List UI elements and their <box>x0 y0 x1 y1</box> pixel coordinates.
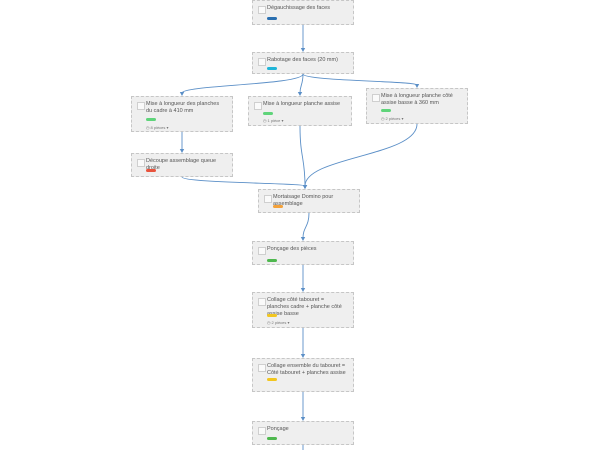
arrowhead <box>297 92 303 96</box>
task-checkbox[interactable] <box>254 102 262 110</box>
task-node[interactable]: Ponçage des pièces <box>252 241 354 265</box>
task-node[interactable]: Mise à longueur des planches du cadre à … <box>131 96 233 132</box>
task-title: Ponçage <box>267 426 289 432</box>
task-checkbox[interactable] <box>258 247 266 255</box>
connector-edge <box>302 73 418 86</box>
task-title: Rabotage des faces (20 mm) <box>267 57 338 63</box>
task-node[interactable]: Découpe assemblage queue droite <box>131 153 233 177</box>
piece-count-label: 2 pièces <box>271 320 287 325</box>
task-title: Mise à longueur planche côté assise bass… <box>381 93 453 106</box>
arrowhead <box>302 185 308 189</box>
connector-edge <box>302 212 310 239</box>
task-node[interactable]: Mise à longueur planche assise ◷1 pièce ▾ <box>248 96 352 126</box>
arrowhead <box>300 237 306 241</box>
task-node[interactable]: Mortaisage Domino pour assemblage <box>258 189 360 213</box>
task-color-tag <box>267 17 277 20</box>
piece-count[interactable]: ◷2 pièces ▾ <box>381 116 404 121</box>
task-title: Découpe assemblage queue droite <box>146 158 217 171</box>
chevron-down-icon: ▾ <box>286 320 290 325</box>
piece-count-label: 2 pièces <box>385 116 401 121</box>
task-color-tag <box>267 259 277 262</box>
chevron-down-icon: ▾ <box>165 125 169 130</box>
connector-edge <box>299 73 304 94</box>
clock-icon: ◷ <box>263 118 267 123</box>
task-color-tag <box>263 112 273 115</box>
piece-count-label: 1 pièce <box>267 118 281 123</box>
task-color-tag <box>146 118 156 121</box>
arrowhead <box>300 48 306 52</box>
arrowhead <box>414 84 420 88</box>
task-title: Mise à longueur des planches du cadre à … <box>146 101 220 114</box>
task-checkbox[interactable] <box>137 102 145 110</box>
task-checkbox[interactable] <box>258 364 266 372</box>
clock-icon: ◷ <box>267 320 271 325</box>
chevron-down-icon: ▾ <box>280 118 284 123</box>
connector-edge <box>181 73 304 94</box>
chevron-down-icon: ▾ <box>400 116 404 121</box>
task-color-tag <box>267 378 277 381</box>
piece-count[interactable]: ◷1 pièce ▾ <box>263 118 284 123</box>
task-checkbox[interactable] <box>258 427 266 435</box>
task-checkbox[interactable] <box>372 94 380 102</box>
task-title: Ponçage des pièces <box>267 246 317 252</box>
piece-count-label: 8 pièces <box>150 125 166 130</box>
connector-edge <box>181 176 306 187</box>
task-title: Collage côté tabouret = planches cadre +… <box>267 297 342 317</box>
task-title: Mise à longueur planche assise <box>263 101 341 107</box>
task-checkbox[interactable] <box>137 159 145 167</box>
clock-icon: ◷ <box>381 116 385 121</box>
clock-icon: ◷ <box>146 125 150 130</box>
arrowhead <box>300 288 306 292</box>
task-color-tag <box>146 169 156 172</box>
task-color-tag <box>267 67 277 70</box>
task-title: Dégauchissage des faces <box>267 5 330 11</box>
task-node[interactable]: Dégauchissage des faces <box>252 0 354 25</box>
piece-count[interactable]: ◷2 pièces ▾ <box>267 320 290 325</box>
task-title: Collage ensemble du tabouret = Côté tabo… <box>267 363 346 376</box>
task-checkbox[interactable] <box>258 6 266 14</box>
task-checkbox[interactable] <box>264 195 272 203</box>
task-node[interactable]: Ponçage <box>252 421 354 445</box>
arrowhead <box>300 417 306 421</box>
task-color-tag <box>267 437 277 440</box>
arrowhead <box>179 92 185 96</box>
task-checkbox[interactable] <box>258 58 266 66</box>
task-color-tag <box>381 109 391 112</box>
task-node[interactable]: Mise à longueur planche côté assise bass… <box>366 88 468 124</box>
arrowhead <box>179 149 185 153</box>
connector-edge <box>299 125 306 187</box>
task-color-tag <box>273 205 283 208</box>
task-node[interactable]: Collage ensemble du tabouret = Côté tabo… <box>252 358 354 392</box>
task-node[interactable]: Rabotage des faces (20 mm) <box>252 52 354 74</box>
task-node[interactable]: Collage côté tabouret = planches cadre +… <box>252 292 354 328</box>
task-title: Mortaisage Domino pour assemblage <box>273 194 334 207</box>
connector-edge <box>304 123 418 187</box>
arrowhead <box>300 354 306 358</box>
piece-count[interactable]: ◷8 pièces ▾ <box>146 125 169 130</box>
task-color-tag <box>267 314 277 317</box>
task-checkbox[interactable] <box>258 298 266 306</box>
